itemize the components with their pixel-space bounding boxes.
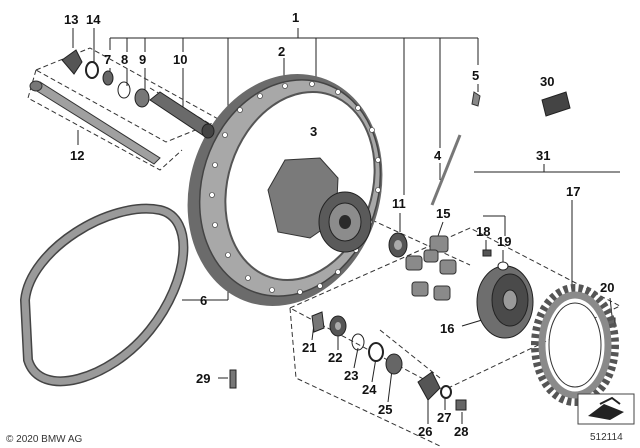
cush-drive-parts <box>388 232 457 301</box>
callout-28: 28 <box>454 424 468 439</box>
copyright-text: © 2020 BMW AG <box>6 434 83 445</box>
callout-6: 6 <box>200 293 207 308</box>
callout-23: 23 <box>344 368 358 383</box>
callout-27: 27 <box>437 410 451 425</box>
callout-8: 8 <box>121 52 128 67</box>
callout-4: 4 <box>434 148 442 163</box>
rim-tape-band <box>19 203 189 387</box>
callout-labels: 1 2 3 4 5 6 7 8 9 10 11 12 13 14 15 16 1… <box>64 10 614 439</box>
callout-26: 26 <box>418 424 432 439</box>
callout-14: 14 <box>86 12 101 27</box>
callout-22: 22 <box>328 350 342 365</box>
callout-7: 7 <box>104 52 111 67</box>
callout-9: 9 <box>139 52 146 67</box>
callout-12: 12 <box>70 148 84 163</box>
callout-17: 17 <box>566 184 580 199</box>
lower-parts <box>229 91 571 411</box>
callout-2: 2 <box>278 44 285 59</box>
valve-parts <box>430 91 481 206</box>
callout-30: 30 <box>540 74 554 89</box>
callout-11: 11 <box>392 196 406 211</box>
callout-24: 24 <box>362 382 377 397</box>
callout-20: 20 <box>600 280 614 295</box>
left-small-parts <box>61 49 215 139</box>
callout-18: 18 <box>476 224 490 239</box>
callout-1: 1 <box>292 10 299 25</box>
callout-19: 19 <box>497 234 511 249</box>
callout-13: 13 <box>64 12 78 27</box>
axle <box>29 80 161 165</box>
callout-15: 15 <box>436 206 450 221</box>
folded-arrow-icon <box>577 393 635 425</box>
callout-29: 29 <box>196 371 210 386</box>
callout-5: 5 <box>472 68 479 83</box>
callout-3: 3 <box>310 124 317 139</box>
callout-25: 25 <box>378 402 392 417</box>
chain-sprocket <box>531 284 619 406</box>
wheel-hub <box>267 157 372 253</box>
diagram-number: 512114 <box>590 432 623 443</box>
callout-21: 21 <box>302 340 316 355</box>
callout-16: 16 <box>440 321 454 336</box>
callout-31: 31 <box>536 148 550 163</box>
callout-10: 10 <box>173 52 187 67</box>
sprocket-carrier <box>476 249 616 339</box>
